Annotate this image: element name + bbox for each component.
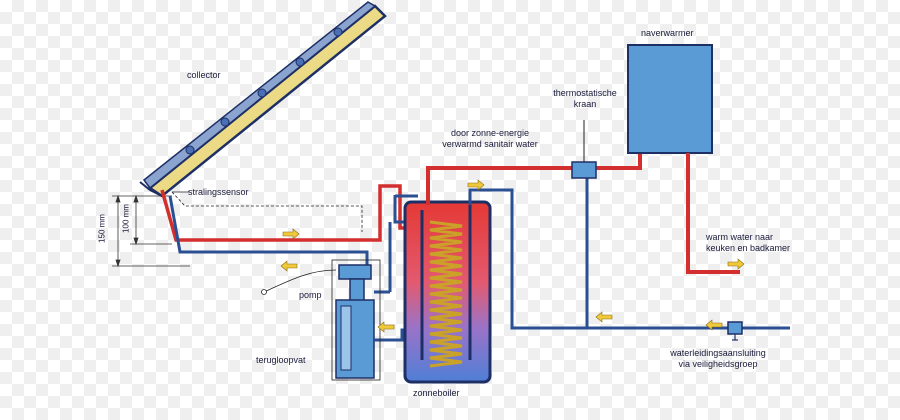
collector-label: collector xyxy=(187,70,221,80)
solar-hot-pipe xyxy=(160,184,423,242)
door-zonne-line-2: verwarmd sanitair water xyxy=(442,139,538,149)
door-zonne-energie-label: door zonne-energie verwarmd sanitair wat… xyxy=(420,128,560,150)
door-zonne-line-1: door zonne-energie xyxy=(450,128,530,138)
thermostatic-valve xyxy=(571,120,597,179)
dimension-100-label: 100 mm xyxy=(121,204,131,233)
safety-group-valve xyxy=(727,321,743,341)
cold-feed-pipe xyxy=(468,176,790,330)
waterleiding-line-2: via veiligheidsgroep xyxy=(678,359,758,369)
stralingssensor-label: stralingssensor xyxy=(188,187,249,197)
dimension-lines xyxy=(112,194,190,268)
sensor-wire xyxy=(171,191,363,232)
naverwarmer-label: naverwarmer xyxy=(641,28,694,38)
zonneboiler-tank xyxy=(403,200,492,384)
thermostatische-line-1: thermostatische xyxy=(553,88,617,98)
pomp-label: pomp xyxy=(299,290,322,300)
thermostatische-kraan-label: thermostatische kraan xyxy=(530,88,640,110)
terugloopvat-label: terugloopvat xyxy=(256,355,306,365)
collector-panel xyxy=(139,1,387,198)
sanitary-hot-pipe xyxy=(426,154,642,205)
heat-exchanger-coil xyxy=(429,220,463,368)
warm-water-label: warm water naar keuken en badkamer xyxy=(706,232,790,254)
flow-arrow-icon xyxy=(280,179,745,333)
waterleidingsaansluiting-label: waterleidingsaansluiting via veiligheids… xyxy=(648,348,788,370)
warm-water-line-1: warm water naar xyxy=(706,232,774,242)
warm-water-line-2: keuken en badkamer xyxy=(706,243,791,253)
dimension-150-label: 150 mm xyxy=(97,214,107,243)
naverwarmer-heater xyxy=(627,44,740,274)
waterleiding-line-1: waterleidingsaansluiting xyxy=(670,348,766,358)
zonneboiler-label: zonneboiler xyxy=(413,388,460,398)
thermostatische-line-2: kraan xyxy=(573,99,597,109)
